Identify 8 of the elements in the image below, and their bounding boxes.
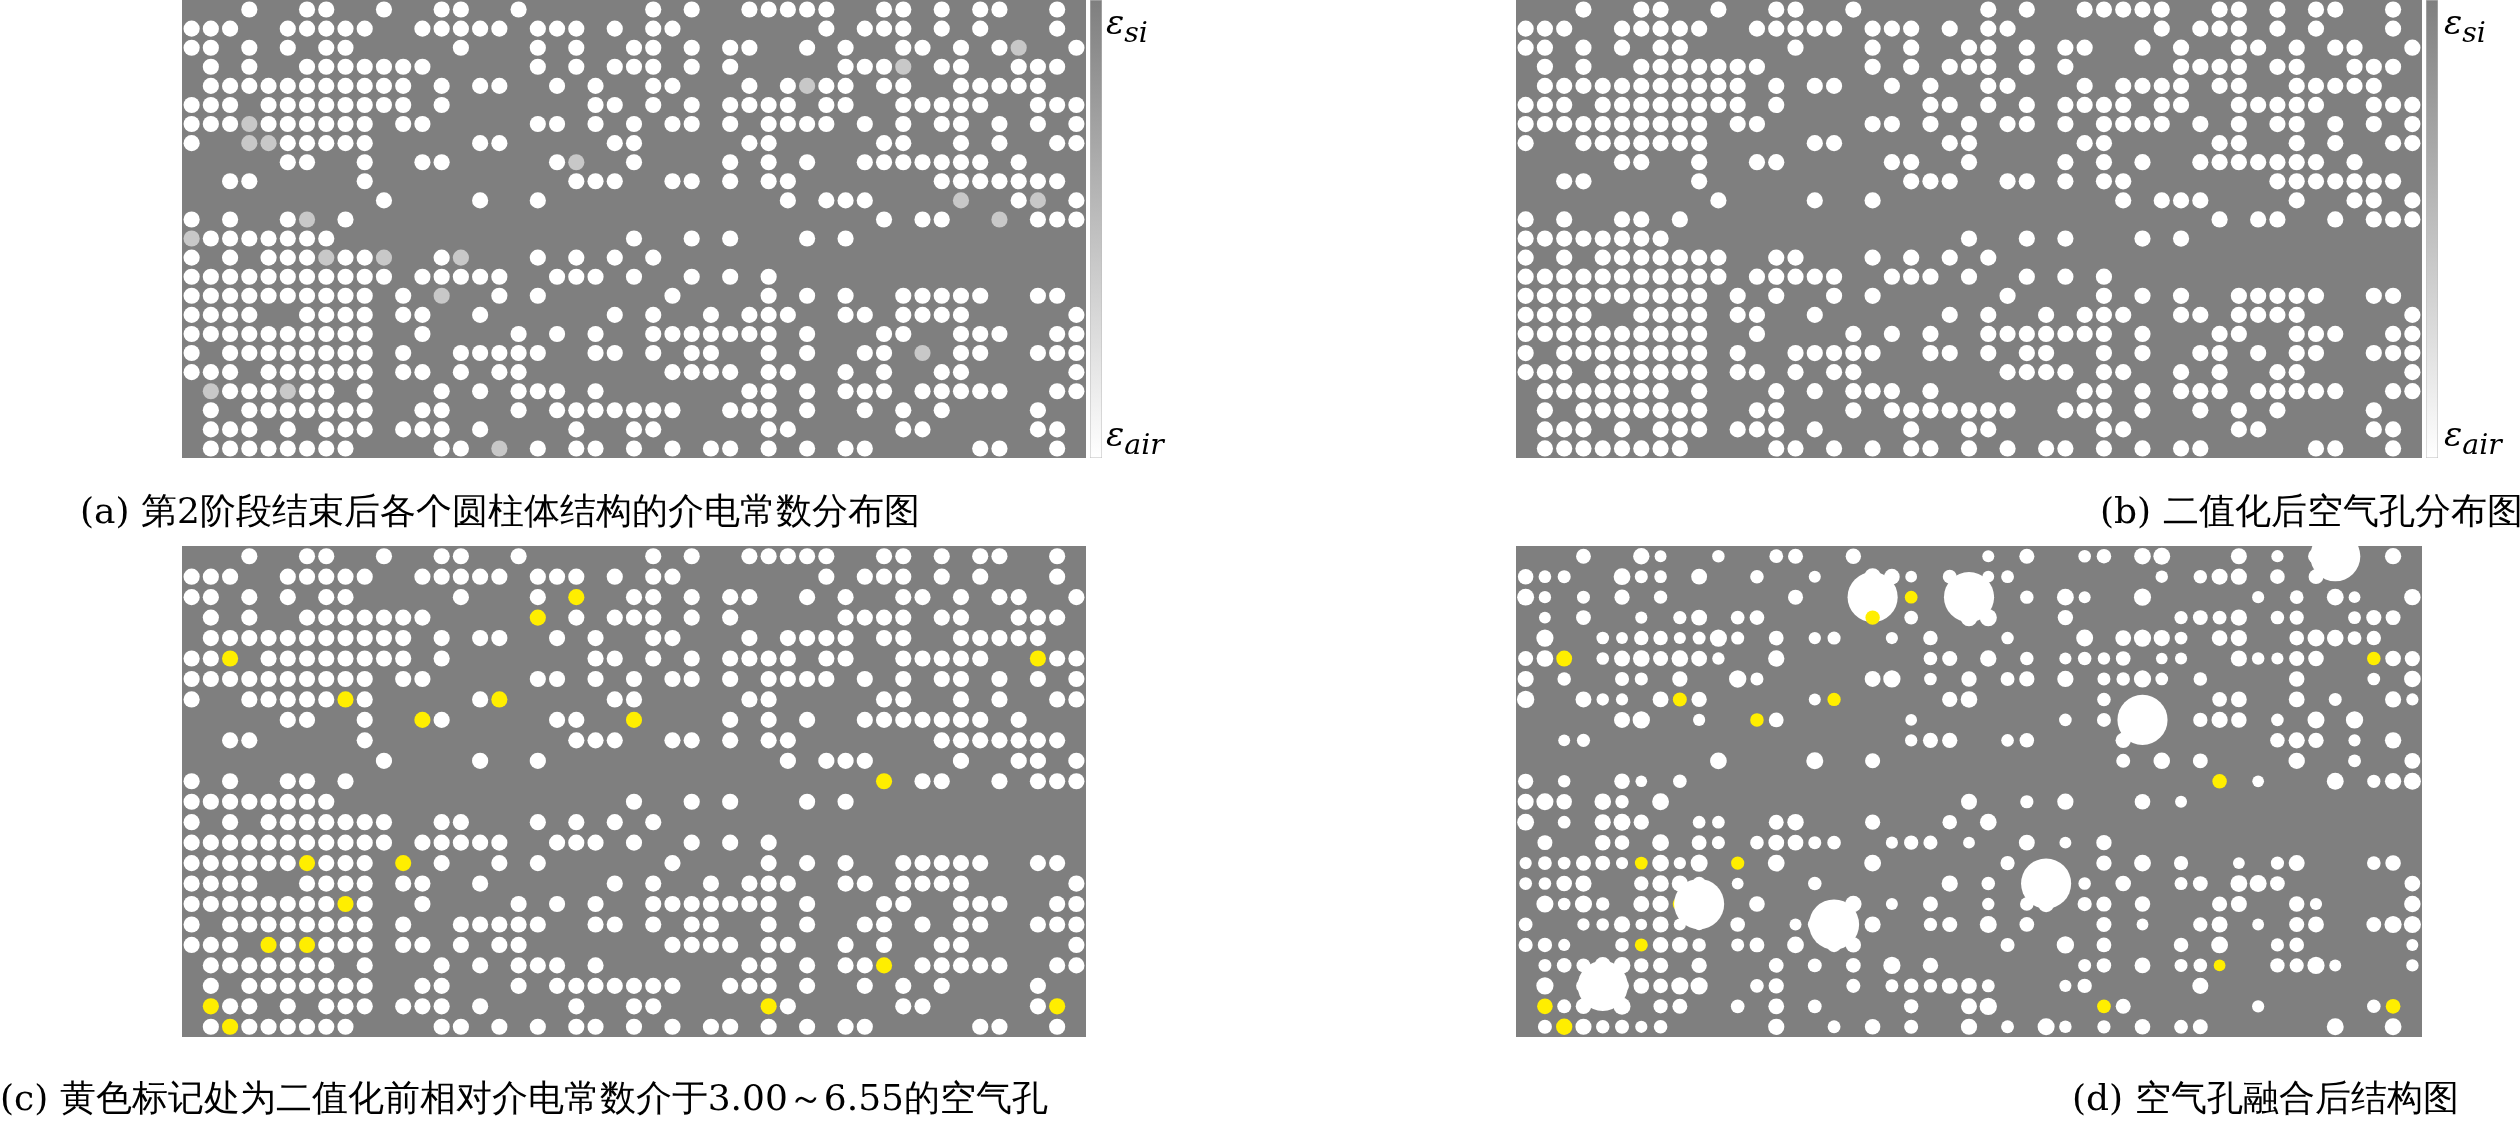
subfigure-caption: (c) 黄色标记处为二值化前相对介电常数介于3.00～6.55的空气孔 xyxy=(0,1076,1048,1120)
colorbar-label: ε$_{si}$ xyxy=(1106,2,1148,51)
colorbar-label: ε$_{air}$ xyxy=(2444,414,2502,463)
subfigure-caption: (a) 第2阶段结束后各个圆柱体结构的介电常数分布图 xyxy=(80,489,920,533)
colorbar-label: ε$_{si}$ xyxy=(2444,2,2486,51)
subfigure-caption: (b) 二值化后空气孔分布图 xyxy=(2100,489,2520,533)
subfigure-caption: (d) 空气孔融合后结构图 xyxy=(2072,1076,2459,1120)
colorbar-label: ε$_{air}$ xyxy=(1106,414,1164,463)
